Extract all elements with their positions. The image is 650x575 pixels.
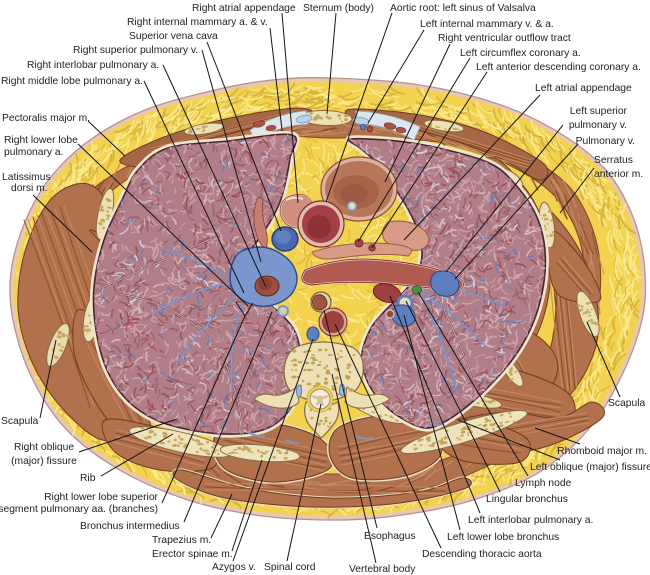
- svg-text:Scapula: Scapula: [608, 398, 645, 409]
- svg-text:(major) fissure: (major) fissure: [11, 456, 77, 467]
- svg-text:Erector spinae m.: Erector spinae m.: [152, 549, 233, 560]
- svg-text:Aortic root: left sinus of Val: Aortic root: left sinus of Valsalva: [390, 3, 536, 14]
- svg-text:Right atrial appendage: Right atrial appendage: [192, 3, 296, 14]
- svg-text:Spinal cord: Spinal cord: [264, 562, 316, 573]
- svg-text:Left interlobar pulmonary a.: Left interlobar pulmonary a.: [468, 515, 593, 526]
- svg-text:Vertebral body: Vertebral body: [349, 564, 416, 575]
- svg-text:Pectoralis major m.: Pectoralis major m.: [2, 113, 90, 124]
- svg-text:Lymph node: Lymph node: [515, 478, 572, 489]
- svg-text:Superior vena cava: Superior vena cava: [129, 31, 218, 42]
- svg-text:Latissimus: Latissimus: [2, 172, 51, 183]
- svg-text:Right oblique: Right oblique: [14, 442, 74, 453]
- svg-text:dorsi m.: dorsi m.: [11, 183, 48, 194]
- svg-text:Left circumflex coronary a.: Left circumflex coronary a.: [460, 48, 581, 59]
- svg-text:Descending thoracic aorta: Descending thoracic aorta: [422, 549, 542, 560]
- svg-text:Lingular bronchus: Lingular bronchus: [486, 494, 568, 505]
- svg-text:segment pulmonary aa. (branche: segment pulmonary aa. (branches): [0, 504, 158, 515]
- svg-text:Left anterior descending coron: Left anterior descending coronary a.: [476, 62, 641, 73]
- svg-text:anterior m.: anterior m.: [594, 169, 643, 180]
- svg-text:pulmonary v.: pulmonary v.: [569, 120, 627, 131]
- svg-text:Pulmonary v.: Pulmonary v.: [576, 136, 635, 147]
- svg-text:Esophagus: Esophagus: [364, 531, 416, 542]
- svg-text:Scapula: Scapula: [1, 416, 38, 427]
- svg-text:Left oblique (major) fissure: Left oblique (major) fissure: [530, 462, 650, 473]
- svg-text:Right lower lobe: Right lower lobe: [4, 135, 78, 146]
- svg-text:Left lower lobe bronchus: Left lower lobe bronchus: [447, 532, 559, 543]
- svg-text:Right superior pulmonary v.: Right superior pulmonary v.: [73, 45, 198, 56]
- svg-text:Left superior: Left superior: [570, 106, 628, 117]
- svg-text:Azygos v.: Azygos v.: [212, 562, 256, 573]
- svg-text:Right ventricular outflow trac: Right ventricular outflow tract: [438, 33, 571, 44]
- svg-text:Rib: Rib: [80, 473, 96, 484]
- svg-text:Serratus: Serratus: [594, 155, 633, 166]
- svg-text:Bronchus intermedius: Bronchus intermedius: [80, 521, 180, 532]
- svg-text:Sternum (body): Sternum (body): [303, 3, 374, 14]
- svg-text:Right internal mammary a. & v.: Right internal mammary a. & v.: [127, 17, 268, 28]
- svg-text:Right middle lobe pulmonary a.: Right middle lobe pulmonary a.: [1, 76, 143, 87]
- svg-text:Rhomboid major m.: Rhomboid major m.: [557, 446, 647, 457]
- svg-text:Left internal mammary v. & a.: Left internal mammary v. & a.: [420, 19, 554, 30]
- svg-text:Trapezius m.: Trapezius m.: [152, 535, 211, 546]
- svg-text:Right interlobar pulmonary a.: Right interlobar pulmonary a.: [27, 60, 159, 71]
- svg-text:Left atrial appendage: Left atrial appendage: [535, 83, 632, 94]
- svg-text:pulmonary a.: pulmonary a.: [4, 147, 64, 158]
- svg-text:Right lower lobe superior: Right lower lobe superior: [44, 492, 158, 503]
